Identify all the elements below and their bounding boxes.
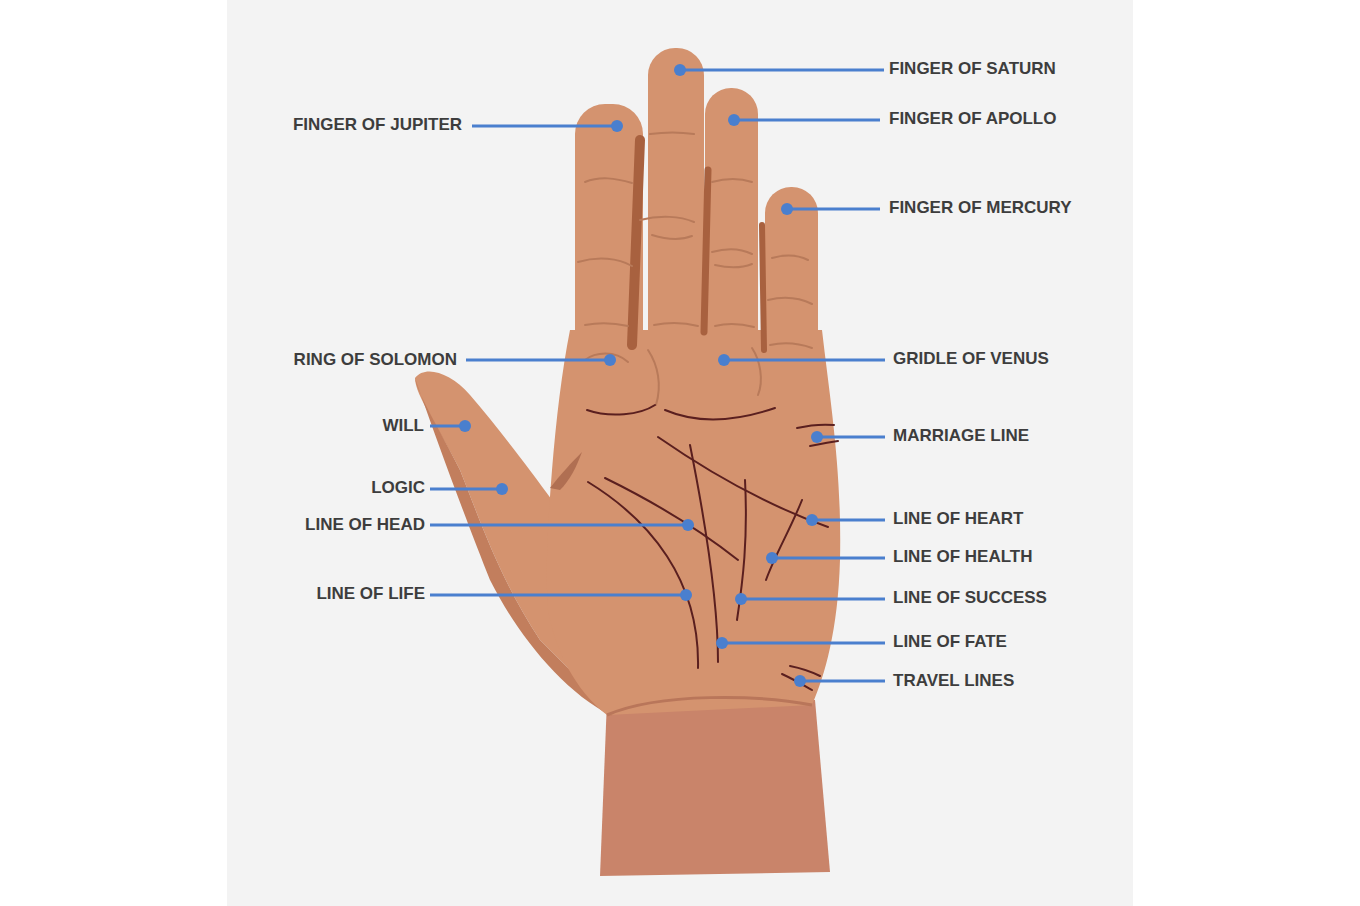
part-label: FINGER OF APOLLO [889, 109, 1056, 129]
part-label: LINE OF FATE [893, 632, 1007, 652]
part-label: LINE OF SUCCESS [893, 588, 1047, 608]
part-label: LINE OF LIFE [316, 584, 425, 604]
part-label: LOGIC [371, 478, 425, 498]
part-label: MARRIAGE LINE [893, 426, 1029, 446]
part-label: LINE OF HEART [893, 509, 1023, 529]
part-label: FINGER OF MERCURY [889, 198, 1072, 218]
part-label: WILL [382, 416, 424, 436]
part-label: FINGER OF JUPITER [293, 115, 462, 135]
part-label: LINE OF HEALTH [893, 547, 1032, 567]
part-label: TRAVEL LINES [893, 671, 1014, 691]
part-label: RING OF SOLOMON [294, 350, 457, 370]
part-label: FINGER OF SATURN [889, 59, 1056, 79]
part-label: LINE OF HEAD [305, 515, 425, 535]
part-label: GRIDLE OF VENUS [893, 349, 1049, 369]
